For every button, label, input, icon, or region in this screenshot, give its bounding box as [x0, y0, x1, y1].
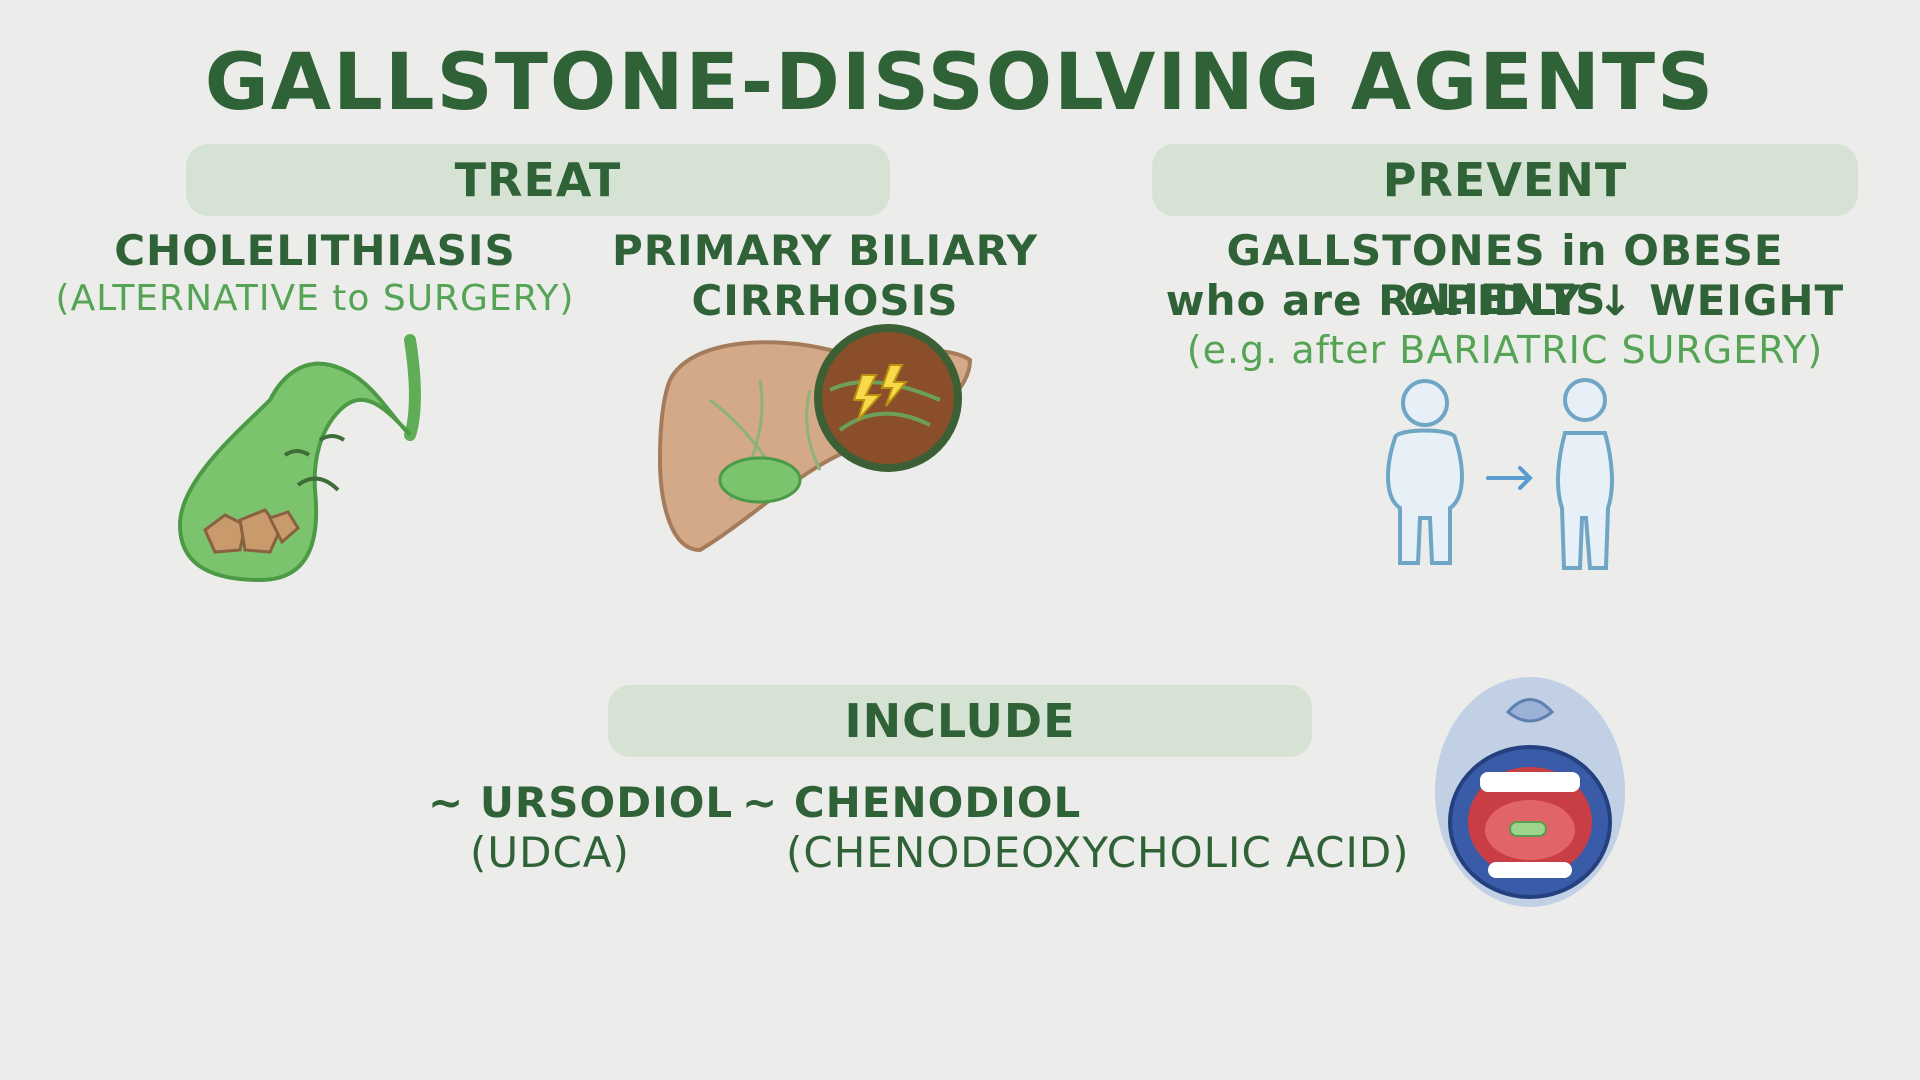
include-header-label: INCLUDE: [844, 694, 1076, 748]
cholelithiasis-label: CHOLELITHIASIS: [114, 226, 516, 275]
prevent-line1: GALLSTONES in OBESE CLIENTS: [1226, 226, 1784, 324]
weight-loss-figures-icon: [1386, 378, 1614, 570]
pbc-label-line1: PRIMARY BILIARY: [611, 226, 1039, 275]
drug-ursodiol-abbr: (UDCA): [470, 828, 630, 877]
pbc-label-line2: CIRRHOSIS: [691, 276, 959, 325]
page-title: GALLSTONE-DISSOLVING AGENTS: [204, 38, 1716, 128]
treat-header: TREAT: [186, 144, 890, 216]
treat-header-label: TREAT: [454, 153, 622, 207]
gallbladder-with-stones-icon: [177, 334, 421, 583]
open-mouth-pill-icon: [1435, 677, 1625, 907]
prevent-header: PREVENT: [1152, 144, 1858, 216]
prevent-line2: who are RAPIDLY ↓ WEIGHT: [1165, 276, 1845, 325]
liver-cirrhosis-icon: [657, 324, 973, 553]
prevent-note: (e.g. after BARIATRIC SURGERY): [1186, 328, 1824, 372]
drug-chenodiol-name: ~ CHENODIOL: [742, 778, 1082, 827]
prevent-header-label: PREVENT: [1382, 153, 1628, 207]
cholelithiasis-note: (ALTERNATIVE to SURGERY): [55, 278, 575, 319]
drug-ursodiol-name: ~ URSODIOL: [428, 778, 734, 827]
include-header: INCLUDE: [608, 685, 1312, 757]
drug-chenodiol-abbr: (CHENODEOXYCHOLIC ACID): [786, 828, 1410, 877]
